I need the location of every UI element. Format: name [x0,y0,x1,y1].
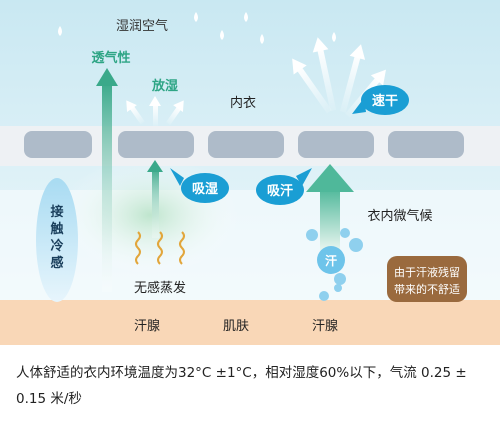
contact-cool-char: 冷 [50,238,63,254]
skin-label: 肌肤 [223,319,249,334]
breathable-arrow [96,68,118,292]
droplet-icon [58,12,336,44]
discomfort-line2: 带来的不舒适 [394,282,460,296]
fabric-block [298,131,374,158]
sweat-bubbles [306,228,363,301]
sweat-gland-right-label: 汗腺 [312,319,338,334]
contact-cool-char: 接 [50,204,63,220]
quick-dry-label: 速干 [372,93,398,109]
evaporation-arrow [147,160,163,238]
underwear-label: 内衣 [230,95,256,111]
humid-air-label: 湿润空气 [116,18,168,34]
quick-dry-badge [352,85,409,115]
sweat-droplet-badge [317,246,345,274]
absorb-sweat-label: 吸汗 [267,183,293,199]
contact-cool-char: 感 [50,255,63,271]
microclimate-label: 衣内微气候 [367,208,432,224]
contact-cool-oval [36,178,78,302]
sweat-label: 汗 [325,253,337,268]
discomfort-box [387,256,467,302]
quick-dry-arrows [292,37,386,118]
caption: 人体舒适的衣内环境温度为32°C ±1°C，相对湿度60%以下，气流 0.25 … [16,365,467,407]
sweat-gland-left-label: 汗腺 [134,319,160,334]
fabric-block [24,131,92,158]
up-arrow-icon [306,164,354,250]
skin-band [0,300,500,345]
absorb-sweat-badge [256,168,312,205]
absorb-moisture-badge [170,168,229,203]
insensible-evaporation-label: 无感蒸发 [134,280,186,296]
fabric-block [208,131,284,158]
contact-cool-char: 触 [49,221,63,237]
release-arrows [126,96,184,126]
absorb-moisture-label: 吸湿 [192,182,218,197]
release-moisture-label: 放湿 [151,78,178,94]
breathable-label: 透气性 [91,50,130,66]
wave-icon [135,231,185,265]
discomfort-line1: 由于汗液残留 [394,265,460,279]
fabric-block [118,131,194,158]
fabric-block [388,131,464,158]
